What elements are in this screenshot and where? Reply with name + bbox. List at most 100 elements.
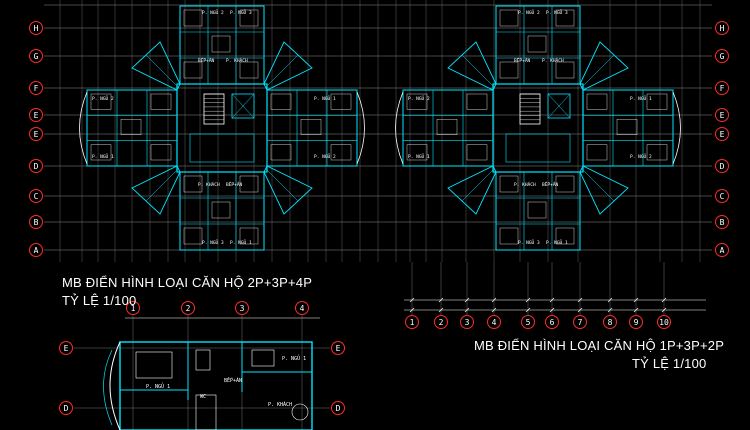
bubble-text: 9	[634, 318, 639, 327]
room-label: P. NGỦ 1	[146, 382, 170, 390]
row-axis-bubble-right: C	[715, 189, 729, 203]
furniture	[646, 144, 668, 161]
room-label: P. NGỦ 1	[282, 354, 306, 362]
row-axis-bubble-right: G	[715, 49, 729, 63]
detail-row-bubble: E	[331, 341, 345, 355]
room-label: P. NGỦ 1	[546, 238, 568, 246]
dim-tick	[577, 307, 583, 313]
row-axis-bubble-left: F	[29, 81, 43, 95]
bubble-text: 7	[578, 318, 583, 327]
bubble-text: A	[720, 246, 725, 255]
room-label: P. NGỦ 3	[518, 238, 540, 246]
col-axis-bubble: 5	[521, 315, 535, 329]
furniture	[150, 93, 172, 110]
row-axis-bubble-right: H	[715, 21, 729, 35]
dim-tick	[525, 307, 531, 313]
furniture	[499, 9, 519, 27]
row-axis-bubble-left: E	[29, 108, 43, 122]
row-axis-bubble-right: F	[715, 81, 729, 95]
bubble-circle	[545, 315, 559, 329]
bubble-circle	[434, 315, 448, 329]
room-label: P. KHÁCH	[198, 181, 220, 188]
bubble-text: G	[720, 52, 725, 61]
bubble-text: 10	[659, 318, 669, 327]
furniture	[239, 175, 259, 193]
dim-tick	[577, 297, 583, 303]
elevator	[231, 93, 255, 119]
balcony-curve	[79, 91, 88, 165]
furniture	[270, 93, 292, 110]
room-label: P. NGỦ 1	[314, 94, 336, 102]
bubble-text: 2	[186, 304, 191, 313]
dim-tick	[607, 307, 613, 313]
balcony-curve	[395, 91, 404, 165]
bubble-circle	[29, 159, 43, 173]
room-label: P. KHÁCH	[226, 57, 248, 64]
row-axis-bubble-left: G	[29, 49, 43, 63]
stair	[195, 394, 217, 430]
dim-tick	[464, 307, 470, 313]
room-label: BẾP+ĂN	[198, 56, 215, 64]
row-axis-bubble-right: E	[715, 127, 729, 141]
row-axis-bubble-left: A	[29, 243, 43, 257]
elevator-x	[547, 93, 571, 119]
bubble-circle	[331, 341, 345, 355]
bubble-circle	[126, 301, 140, 315]
row-axis-bubble-left: D	[29, 159, 43, 173]
corner-unit	[579, 165, 629, 215]
furniture	[555, 227, 575, 245]
corner-unit	[579, 41, 629, 91]
bubble-text: 5	[526, 318, 531, 327]
corner-unit	[263, 165, 313, 215]
row-axis-bubble-right: B	[715, 215, 729, 229]
bubble-circle	[331, 401, 345, 415]
furniture	[183, 9, 203, 27]
row-axis-bubble-right: E	[715, 108, 729, 122]
furniture	[211, 201, 231, 219]
dim-tick	[409, 297, 415, 303]
room-label: P. KHÁCH	[268, 401, 292, 408]
detail-col-bubble: 2	[181, 301, 195, 315]
furniture	[466, 93, 488, 110]
bubble-text: F	[720, 84, 725, 93]
bubble-circle	[59, 401, 73, 415]
partition-wall	[145, 168, 179, 202]
detail-col-bubble: 4	[295, 301, 309, 315]
room-label: P. NGỦ 2	[630, 152, 652, 160]
bubble-text: E	[720, 130, 725, 139]
bubble-circle	[715, 49, 729, 63]
dim-tick	[661, 297, 667, 303]
apartment-wing	[582, 89, 674, 167]
left-plan-title: MB ĐIỂN HÌNH LOẠI CĂN HỘ 2P+3P+4P	[62, 275, 313, 290]
apartment-wing	[495, 5, 581, 85]
furniture	[527, 35, 547, 53]
room-label: P. NGỦ 1	[408, 152, 430, 160]
col-axis-bubble: 2	[434, 315, 448, 329]
room-label: P. NGỦ 1	[92, 152, 114, 160]
bubble-circle	[181, 301, 195, 315]
dim-tick	[549, 297, 555, 303]
partition-wall	[581, 168, 615, 202]
partition-wall	[145, 54, 179, 88]
furniture	[555, 61, 575, 79]
bubble-circle	[521, 315, 535, 329]
corridor	[505, 133, 571, 163]
room-label: P. NGỦ 1	[630, 94, 652, 102]
furniture	[183, 227, 203, 245]
bubble-text: 1	[410, 318, 415, 327]
balcony-curve	[356, 91, 365, 165]
bed	[135, 351, 173, 379]
detail-row-bubble: D	[59, 401, 73, 415]
row-axis-bubble-left: C	[29, 189, 43, 203]
room-label: BẾP+ĂN	[224, 376, 242, 384]
dimension-lines	[404, 297, 706, 313]
furniture	[406, 93, 428, 110]
furniture	[270, 144, 292, 161]
balcony-curve	[672, 91, 681, 165]
bubble-text: E	[720, 111, 725, 120]
furniture	[90, 144, 112, 161]
corridor	[189, 133, 255, 163]
bubble-circle	[573, 315, 587, 329]
